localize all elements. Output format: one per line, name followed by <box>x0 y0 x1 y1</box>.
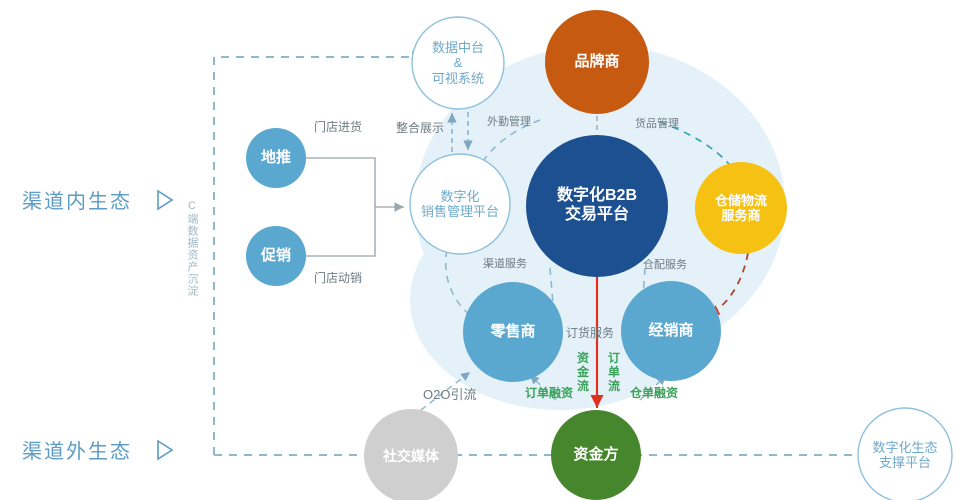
edge-label-o2o-traffic: O2O引流 <box>423 387 477 402</box>
connector-ground-to-sales <box>306 157 404 212</box>
edge-label-store-purchase: 门店进货 <box>314 120 363 134</box>
section-title-outer: 渠道外生态 <box>22 441 132 463</box>
connector-distributor-financing <box>639 375 667 401</box>
section-marker-outer <box>155 439 175 466</box>
edge-label-order-financing: 订单融资 <box>525 386 574 400</box>
arc-hub-to-sales-platform <box>471 119 541 187</box>
edge-label-order-service: 订货服务 <box>566 326 615 340</box>
edge-label-integrated-display: 整合展示 <box>396 121 445 135</box>
node-circle-retailer[interactable] <box>463 282 563 382</box>
node-circle-sales-mgmt-platform[interactable] <box>409 153 511 255</box>
edge-label-capital-flow: 资 金 流 <box>577 351 590 393</box>
section-title-inner: 渠道内生态 <box>22 191 132 213</box>
node-circles <box>246 10 953 500</box>
node-circle-capital-provider[interactable] <box>551 410 641 500</box>
edge-label-goods-management: 货品管理 <box>635 118 679 130</box>
node-circle-sales-promotion[interactable] <box>246 226 306 286</box>
edge-label-warehouse-receipt-financing: 仓单融资 <box>630 386 679 400</box>
node-circle-social-media[interactable] <box>364 409 458 500</box>
edge-label-field-management: 外勤管理 <box>487 116 531 128</box>
edge-label-channel-service: 渠道服务 <box>483 258 527 270</box>
node-circle-brand-owner[interactable] <box>545 10 649 114</box>
connector-promo-to-sales <box>306 207 376 257</box>
vertical-note-c-side-data: C端数据资产沉淀 <box>186 200 198 297</box>
edge-label-warehouse-delivery-service: 仓配服务 <box>643 259 687 271</box>
node-circle-distributor[interactable] <box>621 281 721 381</box>
edge-label-store-sales: 门店动销 <box>314 271 363 285</box>
edge-label-order-flow: 订 单 流 <box>608 351 621 393</box>
section-marker-inner <box>155 189 175 216</box>
node-circle-ground-promotion[interactable] <box>246 128 306 188</box>
node-circle-warehouse-logistics[interactable] <box>695 162 787 254</box>
outer-dashed-frame <box>213 51 424 455</box>
node-circle-b2b-hub[interactable] <box>526 135 668 277</box>
node-circle-data-middle-platform[interactable] <box>411 16 505 110</box>
node-circle-eco-support-platform[interactable] <box>857 407 953 500</box>
